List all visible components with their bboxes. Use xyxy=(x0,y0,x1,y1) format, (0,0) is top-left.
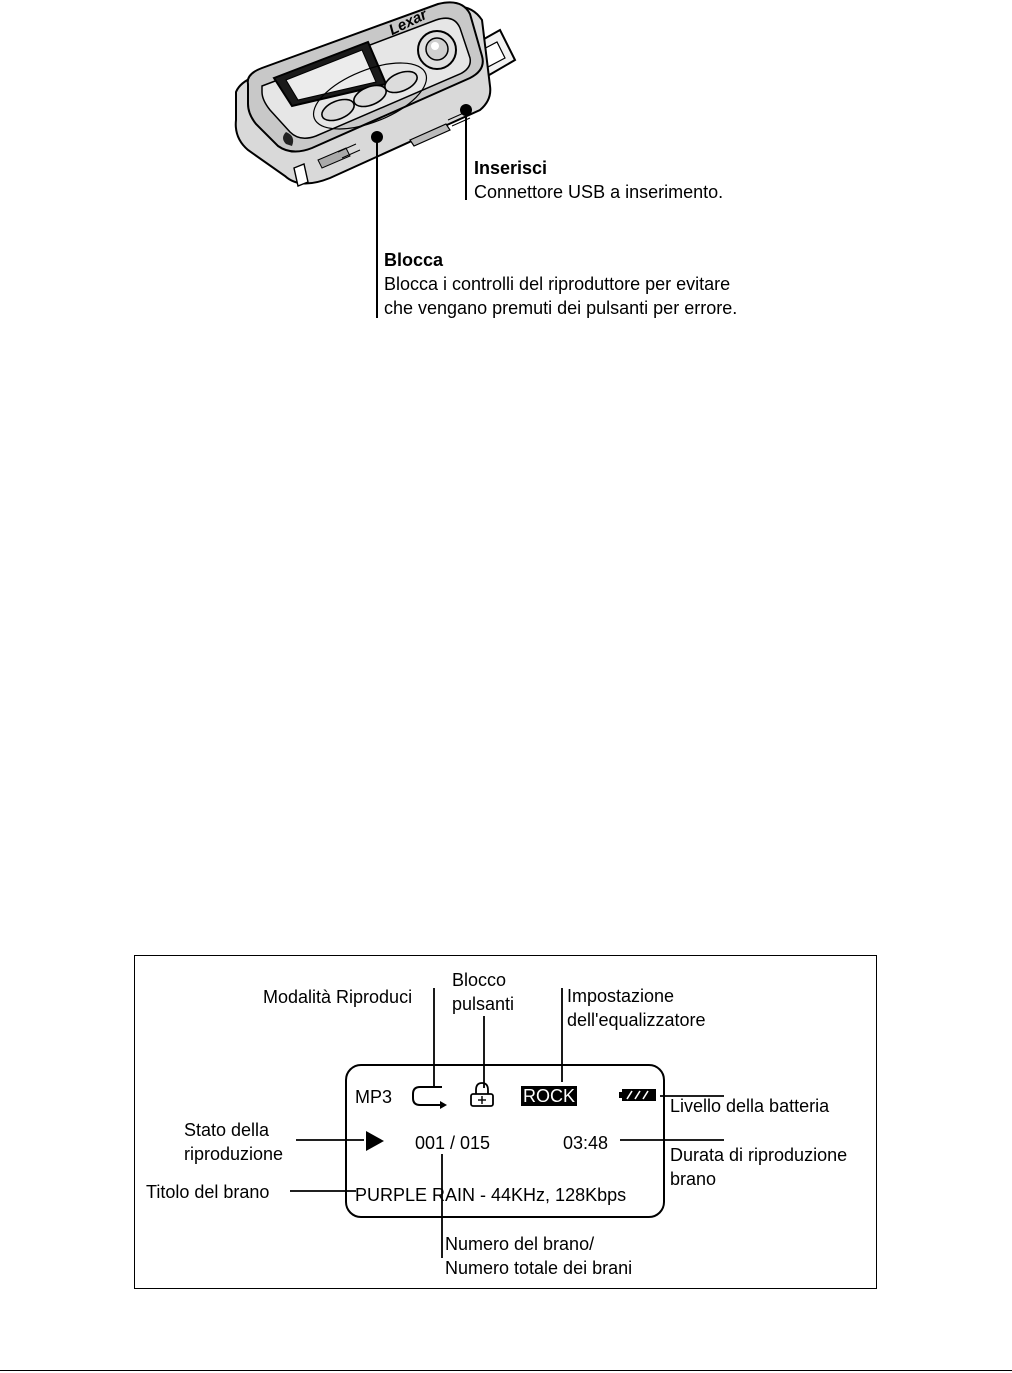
eq-preset-badge: ROCK xyxy=(521,1086,578,1107)
lcd-time: 03:48 xyxy=(563,1133,609,1153)
label-button-lock-line2: pulsanti xyxy=(452,994,515,1014)
label-button-lock-line1: Blocco xyxy=(452,970,507,990)
label-battery: Livello della batteria xyxy=(670,1096,830,1116)
label-play-state-line2: riproduzione xyxy=(184,1144,284,1164)
insert-callout-title: Inserisci xyxy=(474,158,548,178)
label-play-mode: Modalità Riproduci xyxy=(263,987,413,1007)
lcd-format: MP3 xyxy=(355,1087,393,1107)
device-illustration xyxy=(234,1,517,318)
label-track-number-line2: Numero totale dei brani xyxy=(445,1258,633,1278)
label-duration-line1: Durata di riproduzione xyxy=(670,1145,848,1165)
footer-rule xyxy=(0,1370,1012,1371)
label-track-number-line1: Numero del brano/ xyxy=(445,1234,595,1254)
lcd-screen xyxy=(345,1064,665,1218)
lock-callout-desc-line2: che vengano premuti dei pulsanti per err… xyxy=(384,298,738,318)
label-track-title: Titolo del brano xyxy=(146,1182,270,1202)
display-diagram-frame xyxy=(134,955,877,1289)
lock-callout-desc-line1: Blocca i controlli del riproduttore per … xyxy=(384,274,731,294)
label-play-state-line1: Stato della xyxy=(184,1120,270,1140)
lcd-track-counter: 001 / 015 xyxy=(415,1133,491,1153)
lock-callout-title: Blocca xyxy=(384,250,444,270)
label-eq-line2: dell'equalizzatore xyxy=(567,1010,706,1030)
insert-callout-desc: Connettore USB a inserimento. xyxy=(474,182,724,202)
label-duration-line2: brano xyxy=(670,1169,717,1189)
lcd-title-line: PURPLE RAIN - 44KHz, 128Kbps xyxy=(355,1185,627,1205)
label-eq-line1: Impostazione xyxy=(567,986,675,1006)
eq-preset: ROCK xyxy=(521,1086,578,1106)
